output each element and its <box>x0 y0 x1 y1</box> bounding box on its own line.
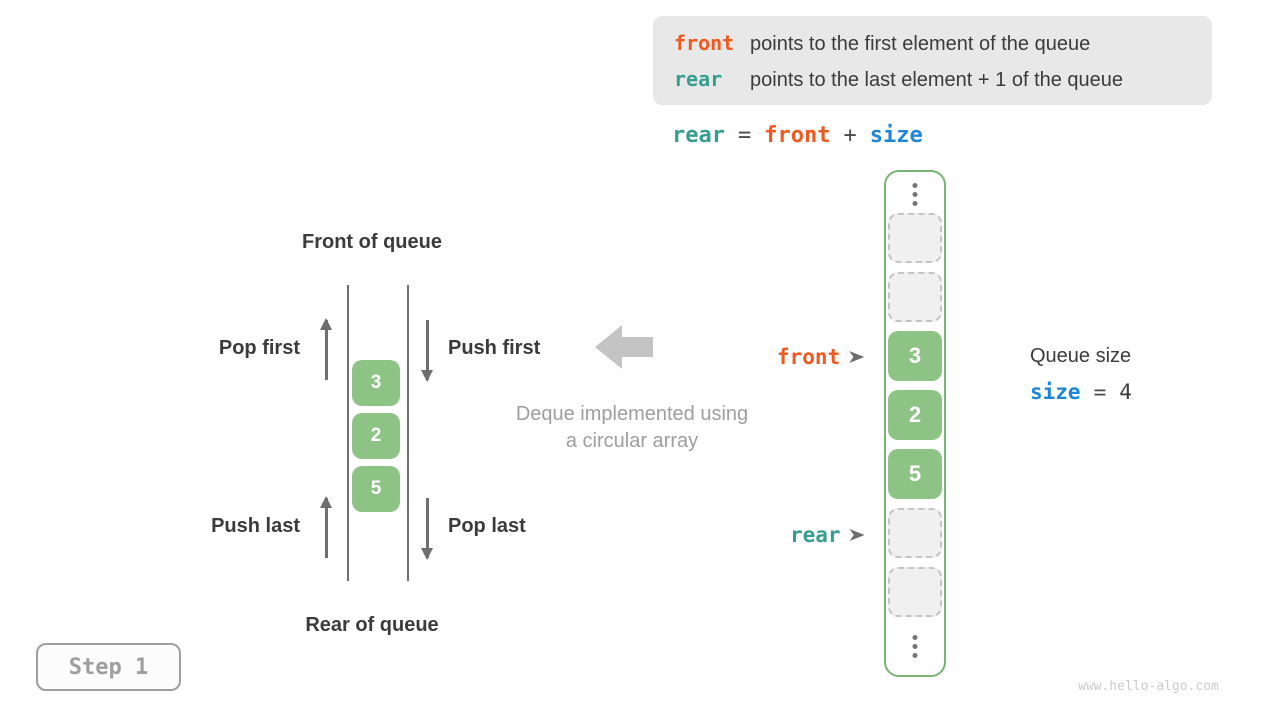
up-arrow-icon <box>325 498 328 558</box>
pointer-arrowhead-icon <box>849 351 865 363</box>
down-arrow-icon <box>426 320 429 380</box>
legend-line-rear: rear points to the last element + 1 of th… <box>674 62 1212 98</box>
push-first-label: Push first <box>448 337 541 359</box>
deque-element: 3 <box>352 360 400 406</box>
up-arrow-icon <box>325 320 328 380</box>
size-var-token: size <box>1030 380 1081 404</box>
formula-size: size <box>869 123 923 148</box>
array-cell-empty <box>888 213 942 263</box>
pop-last-label: Pop last <box>448 515 526 537</box>
size-equals: = <box>1093 380 1107 404</box>
deque-element: 5 <box>352 466 400 512</box>
front-of-queue-label: Front of queue <box>302 231 442 253</box>
rear-pointer: rear <box>790 522 865 548</box>
array-cell-empty <box>888 567 942 617</box>
left-block-arrow-icon <box>595 324 653 375</box>
rear-pointer-label: rear <box>790 523 841 547</box>
legend-line-front: front points to the first element of the … <box>674 26 1212 62</box>
front-code-token: front <box>674 31 735 55</box>
push-last-label: Push last <box>211 515 300 537</box>
array-cell-value: 3 <box>888 331 942 381</box>
front-pointer: front <box>777 344 865 370</box>
center-caption: Deque implemented using a circular array <box>492 401 772 455</box>
watermark: www.hello-algo.com <box>1078 679 1219 694</box>
down-arrow-icon <box>426 498 429 558</box>
formula-equals: = <box>737 123 752 148</box>
array-cell-value: 5 <box>888 449 942 499</box>
vertical-ellipsis-icon <box>912 635 918 662</box>
formula-rear-front-size: rear = front + size <box>672 122 923 148</box>
caption-line-1: Deque implemented using <box>515 403 749 425</box>
array-cell-empty <box>888 508 942 558</box>
legend-front-text: points to the first element of the queue <box>750 33 1091 55</box>
size-value: 4 <box>1119 380 1132 404</box>
channel-right-wall <box>407 285 409 581</box>
array-cell-value: 2 <box>888 390 942 440</box>
rear-of-queue-label: Rear of queue <box>305 614 439 636</box>
circular-array: 3 2 5 <box>884 170 946 677</box>
queue-size-equation: size = 4 <box>1030 380 1145 405</box>
deque-element: 2 <box>352 413 400 459</box>
caption-line-2: a circular array <box>565 430 699 452</box>
queue-size-title: Queue size <box>1030 345 1132 367</box>
pop-first-label: Pop first <box>218 337 300 359</box>
front-pointer-label: front <box>777 345 841 369</box>
step-badge: Step 1 <box>36 643 181 691</box>
array-cell-empty <box>888 272 942 322</box>
legend-box: front points to the first element of the … <box>653 16 1212 105</box>
formula-front: front <box>764 123 831 148</box>
channel-left-wall <box>347 285 349 581</box>
formula-plus: + <box>843 123 857 148</box>
pointer-arrowhead-icon <box>849 529 865 541</box>
formula-lhs: rear <box>672 123 725 148</box>
rear-code-token: rear <box>674 67 723 91</box>
legend-rear-text: points to the last element + 1 of the qu… <box>750 69 1124 91</box>
vertical-ellipsis-icon <box>912 183 918 210</box>
